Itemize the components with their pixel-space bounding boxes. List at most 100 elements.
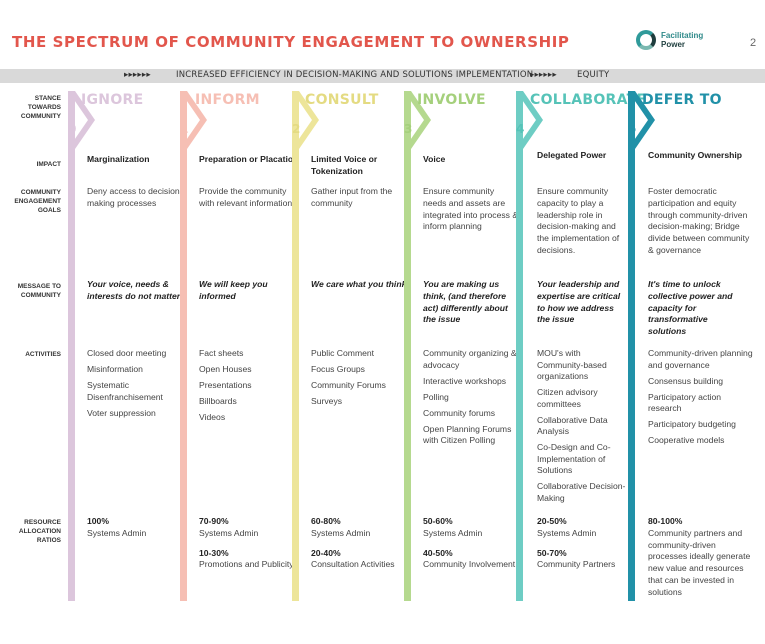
list-item: Focus Groups	[311, 364, 365, 374]
list-item: Consensus building	[648, 375, 724, 386]
list-item: Closed door meeting	[87, 348, 167, 358]
list-item: Public Comment	[311, 348, 375, 358]
list-item: Surveys	[311, 396, 343, 406]
resource-pct: 50-60%	[423, 516, 453, 526]
row-label-message: MESSAGE TO COMMUNITY	[17, 283, 61, 299]
column-bar-defer-to	[628, 91, 635, 601]
banner-arrows-left: ▸▸▸▸▸▸	[124, 70, 151, 80]
resource-label: Systems Admin	[537, 527, 597, 538]
row-label-activities: ACTIVITIES	[25, 351, 61, 358]
logo-line-2: Power	[661, 40, 686, 49]
list-item: Open Houses	[199, 364, 252, 374]
chevron-defer-to	[628, 91, 655, 149]
page-title: The Spectrum of Community Engagement to …	[12, 33, 570, 51]
stance-ignore: IGNORE	[81, 92, 144, 108]
impact-ignore: Marginalization	[87, 154, 150, 164]
chevron-collaborate	[516, 91, 543, 149]
logo-ring-icon	[636, 30, 656, 50]
stance-number-1: 1	[180, 122, 189, 136]
message-collaborate: Your leadership and expertise are critic…	[537, 279, 621, 325]
stance-collaborate: COLLABORATE	[530, 92, 647, 108]
impact-collaborate: Delegated Power	[537, 150, 607, 160]
activities-ignore: Closed door meeting Misinformation Syste…	[87, 348, 183, 424]
resource-pct: 20-50%	[537, 516, 567, 526]
resource-label: Community partners and community-driven …	[648, 527, 751, 597]
list-item: Open Planning Forums with Citizen Pollin…	[423, 423, 512, 446]
resource-label: Systems Admin	[423, 527, 483, 538]
list-item: Polling	[423, 391, 449, 402]
goals-consult: Gather input from the community	[311, 186, 393, 208]
impact-defer-to: Community Ownership	[648, 150, 743, 160]
list-item: Community forums	[423, 407, 496, 418]
list-item: Participatory action research	[648, 391, 722, 414]
resource-label: Systems Admin	[199, 527, 259, 538]
list-item: Fact sheets	[199, 348, 244, 358]
stance-number-4: 4	[516, 122, 525, 136]
resources-involve: 50-60% Systems Admin 40-50% Community In…	[423, 516, 519, 571]
list-item: Collaborative Decision-Making	[537, 481, 626, 503]
banner-efficiency-text: INCREASED EFFICIENCY IN DECISION-MAKING …	[176, 70, 534, 80]
goals-inform: Provide the community with relevant info…	[199, 186, 293, 208]
list-item: Community organizing & advocacy	[423, 348, 517, 370]
goals-involve: Ensure community needs and assets are in…	[423, 186, 519, 232]
message-involve: You are making us think, (and therefore …	[423, 279, 508, 325]
column-bar-inform	[180, 91, 187, 601]
resource-label: Consultation Activities	[311, 559, 395, 570]
stance-number-2: 2	[292, 122, 301, 136]
resource-pct: 10-30%	[199, 547, 229, 558]
activities-collaborate: MOU's with Community-based organizations…	[537, 348, 627, 509]
resources-ignore: 100% Systems Admin	[87, 516, 183, 540]
stance-involve: INVOLVE	[417, 92, 486, 108]
list-item: Misinformation	[87, 364, 143, 374]
page-number: 2	[750, 37, 757, 49]
row-label-goals: COMMUNITY ENGAGEMENT GOALS	[14, 189, 61, 214]
resource-label: Community Partners	[537, 559, 616, 570]
resource-pct: 40-50%	[423, 547, 453, 558]
resource-pct: 60-80%	[311, 516, 341, 526]
row-label-impact: IMPACT	[36, 161, 61, 168]
list-item: Participatory budgeting	[648, 419, 736, 429]
column-bar-involve	[404, 91, 411, 601]
resources-defer-to: 80-100% Community partners and community…	[648, 516, 753, 599]
message-inform: We will keep you informed	[199, 279, 268, 301]
stance-number-5: 5	[628, 122, 637, 136]
list-item: Videos	[199, 412, 226, 422]
resource-pct: 20-40%	[311, 547, 341, 558]
column-bar-consult	[292, 91, 299, 601]
list-item: Cooperative models	[648, 435, 725, 445]
list-item: Voter suppression	[87, 407, 156, 418]
efficiency-equity-banner: ▸▸▸▸▸▸ INCREASED EFFICIENCY IN DECISION-…	[0, 69, 765, 83]
message-consult: We care what you think	[311, 279, 407, 289]
row-label-resources: RESOURCE ALLOCATION RATIOS	[18, 519, 61, 544]
list-item: Interactive workshops	[423, 375, 507, 386]
goals-collaborate: Ensure community capacity to play a lead…	[537, 186, 620, 255]
list-item: Systematic Disenfranchisement	[87, 380, 163, 402]
stance-defer-to: DEFER TO	[642, 92, 722, 108]
chevron-ignore	[68, 91, 95, 149]
list-item: Community Forums	[311, 380, 386, 390]
activities-defer-to: Community-driven planning and governance…	[648, 348, 753, 451]
column-bar-ignore	[68, 91, 75, 601]
chevron-consult	[292, 91, 319, 149]
list-item: Co-Design and Co-Implementation of Solut…	[537, 442, 611, 475]
facilitating-power-logo: Facilitating Power	[636, 30, 703, 50]
resources-consult: 60-80% Systems Admin 20-40% Consultation…	[311, 516, 407, 571]
activities-involve: Community organizing & advocacy Interact…	[423, 348, 523, 451]
banner-arrows-right: ▸▸▸▸▸▸	[530, 70, 557, 80]
resource-label: Systems Admin	[87, 527, 147, 538]
resource-pct: 50-70%	[537, 547, 567, 558]
message-defer-to: It's time to unlock collective power and…	[648, 279, 733, 337]
list-item: Citizen advisory committees	[537, 387, 598, 409]
stance-consult: CONSULT	[305, 92, 379, 108]
chevron-inform	[180, 91, 207, 149]
stance-number-3: 3	[404, 122, 413, 136]
resource-label: Systems Admin	[311, 527, 371, 538]
stance-inform: INFORM	[195, 92, 260, 108]
message-ignore: Your voice, needs & interests do not mat…	[87, 279, 181, 301]
list-item: Billboards	[199, 396, 237, 406]
goals-defer-to: Foster democratic participation and equi…	[648, 186, 750, 255]
resources-inform: 70-90% Systems Admin 10-30% Promotions a…	[199, 516, 295, 571]
impact-consult: Limited Voice or Tokenization	[311, 154, 378, 176]
logo-line-1: Facilitating	[661, 31, 704, 40]
list-item: Collaborative Data Analysis	[537, 414, 608, 437]
